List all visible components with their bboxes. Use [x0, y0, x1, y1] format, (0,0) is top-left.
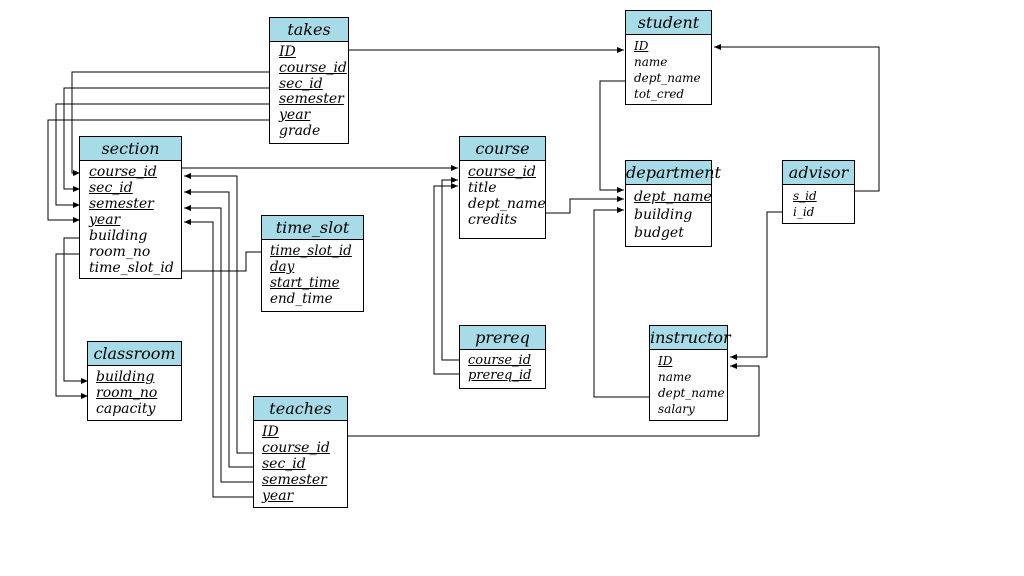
- course-attr-credits: credits: [468, 212, 518, 228]
- classroom-title: classroom: [88, 342, 181, 366]
- takes-attr-year: year: [279, 107, 311, 124]
- teaches-attr-id: ID: [262, 424, 279, 440]
- instructor-attr-id: ID: [658, 354, 673, 368]
- fk-advisor-instructor: [730, 211, 783, 360]
- section-attr-room-no: room_no: [89, 244, 151, 260]
- takes-attr-id: ID: [279, 44, 296, 60]
- advisor-attr-i-id: i_id: [793, 205, 815, 219]
- instructor-title: instructor: [650, 326, 731, 350]
- department-attr-building: building: [634, 207, 693, 223]
- course-title: course: [460, 137, 545, 161]
- classroom-attr-capacity: capacity: [96, 401, 156, 417]
- student-attr-dept-name: dept_name: [634, 71, 701, 85]
- department-attributes: dept_name building budget: [626, 185, 712, 242]
- department-title: department: [626, 161, 721, 185]
- fk-advisor-student: [714, 44, 880, 192]
- fk-prereq-prereq-id: [433, 183, 460, 375]
- fk-section-classroom-building: [63, 237, 88, 384]
- fk-section-classroom-room-no: [55, 253, 88, 399]
- advisor-title: advisor: [783, 161, 854, 185]
- student-attr-id: ID: [634, 39, 649, 53]
- fk-teaches-section-sec-id: [184, 189, 254, 468]
- time-slot-attr-day: day: [270, 259, 295, 275]
- fk-takes-section-year: [47, 119, 270, 223]
- teaches-title: teaches: [254, 397, 347, 421]
- prereq-attr-course-id: course_id: [468, 353, 532, 368]
- fk-teaches-section-semester: [184, 205, 254, 483]
- fk-section-time-slot: [182, 251, 262, 272]
- fk-takes-section-semester: [55, 103, 270, 208]
- instructor-attr-dept-name: dept_name: [658, 386, 725, 400]
- teaches-attr-semester: semester: [262, 472, 327, 488]
- time-slot-attr-end-time: end_time: [270, 291, 333, 307]
- time-slot-attr-time-slot-id: time_slot_id: [270, 243, 352, 259]
- time-slot-attr-start-time: start_time: [270, 275, 340, 291]
- teaches-attr-course-id: course_id: [262, 440, 330, 456]
- section-attr-time-slot-id: time_slot_id: [89, 260, 174, 276]
- fk-teaches-section-year: [184, 219, 254, 498]
- teaches-attr-year: year: [262, 488, 294, 504]
- department-table: department dept_name building budget: [625, 160, 721, 247]
- time-slot-title: time_slot: [262, 216, 363, 240]
- takes-attr-course-id: course_id: [279, 59, 347, 76]
- teaches-attr-sec-id: sec_id: [262, 456, 306, 472]
- takes-attr-grade: grade: [279, 122, 321, 139]
- takes-attr-sec-id: sec_id: [279, 75, 323, 92]
- section-title: section: [80, 137, 181, 161]
- course-attr-dept-name: dept_name: [468, 196, 546, 212]
- course-attr-course-id: course_id: [468, 164, 536, 180]
- takes-title: takes: [270, 18, 348, 42]
- classroom-attr-room-no: room_no: [96, 385, 158, 401]
- department-attr-budget: budget: [634, 225, 684, 241]
- fk-teaches-instructor: [348, 363, 760, 437]
- section-attr-semester: semester: [89, 196, 154, 212]
- section-attr-course-id: course_id: [89, 164, 157, 180]
- section-attr-building: building: [89, 228, 148, 244]
- fk-prereq-course-id: [441, 177, 460, 361]
- instructor-attr-salary: salary: [658, 402, 695, 416]
- fk-takes-section-course-id: [71, 71, 270, 176]
- course-attr-title: title: [468, 180, 497, 196]
- prereq-title: prereq: [460, 326, 545, 350]
- fk-takes-section-sec-id: [63, 87, 270, 192]
- department-attr-dept-name: dept_name: [634, 189, 712, 205]
- takes-attr-semester: semester: [279, 91, 344, 108]
- fk-instructor-department: [593, 207, 650, 398]
- instructor-attr-name: name: [658, 370, 692, 384]
- student-attr-tot-cred: tot_cred: [634, 87, 685, 101]
- fk-course-department: [546, 196, 624, 214]
- classroom-attr-building: building: [96, 369, 155, 385]
- fk-student-department: [599, 80, 626, 193]
- advisor-attr-s-id: s_id: [793, 189, 817, 203]
- section-attr-sec-id: sec_id: [89, 180, 133, 196]
- prereq-attr-prereq-id: prereq_id: [468, 368, 532, 383]
- fk-teaches-section-course-id: [184, 173, 254, 454]
- student-attributes: ID name dept_name tot_cred: [626, 35, 711, 102]
- student-attr-name: name: [634, 55, 668, 69]
- section-attr-year: year: [89, 212, 121, 228]
- advisor-attributes: s_id i_id: [783, 185, 854, 220]
- advisor-table: advisor s_id i_id: [782, 160, 855, 224]
- student-title: student: [626, 11, 711, 35]
